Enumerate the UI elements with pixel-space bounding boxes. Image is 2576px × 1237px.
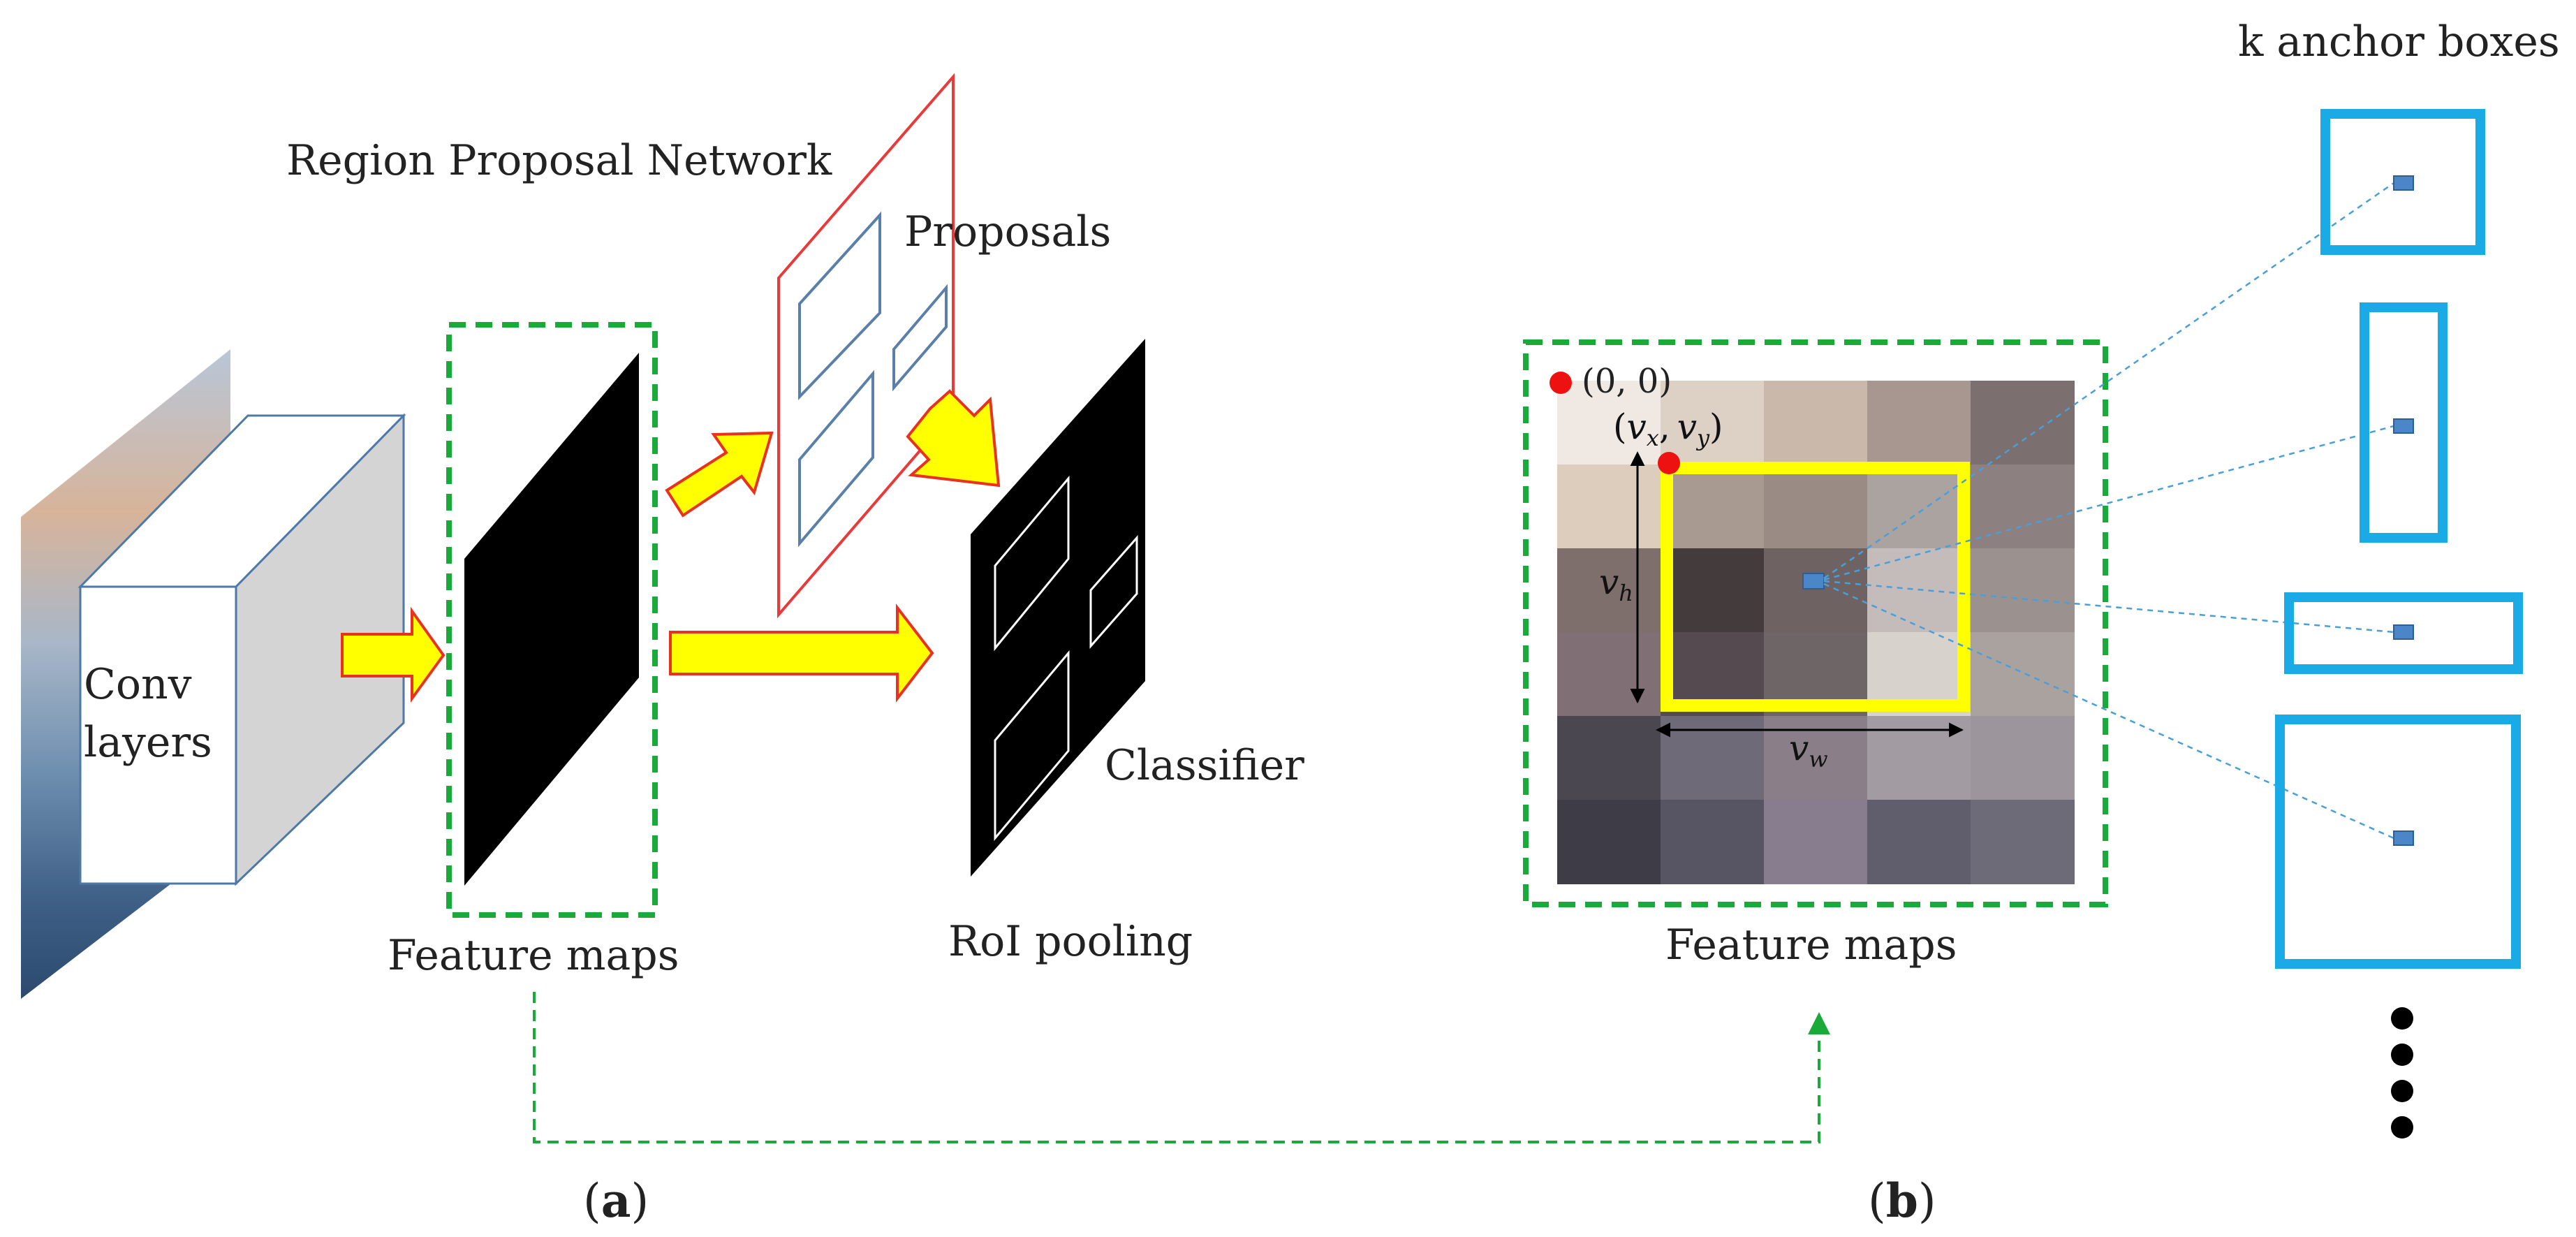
roi-rectangle [1661, 462, 1970, 712]
feature-grid-cell [1971, 632, 2075, 717]
feature-grid-cell [1557, 381, 1661, 465]
feature-grid-cell [1661, 800, 1765, 884]
connector-a-to-b [533, 992, 1830, 1143]
anchor-center-1 [2393, 175, 2414, 191]
anchor-center-3 [2393, 624, 2414, 640]
feature-grid-cell [1971, 548, 2075, 633]
feature-grid-cell [1764, 548, 1868, 633]
k-anchor-boxes-label: k anchor boxes [2238, 17, 2560, 66]
arrow-rpn-to-roi [906, 389, 1001, 488]
vh-label: vh [1599, 562, 1633, 606]
roi-box-3 [1089, 535, 1138, 649]
ellipsis-dot-2 [2391, 1044, 2413, 1066]
conv-label-line1: Conv [84, 660, 192, 709]
feature-grid-cell [1557, 716, 1661, 800]
feature-map-grid [1557, 381, 2075, 884]
feature-grid-cell [1867, 800, 1971, 884]
panel-a-label: (a) [583, 1173, 649, 1228]
feature-grid-cell [1867, 381, 1971, 465]
ellipsis-dot-1 [2391, 1007, 2413, 1030]
feature-grid-cell [1557, 800, 1661, 884]
feature-grid-cell [1971, 381, 2075, 465]
arrow-conv-to-features [341, 606, 446, 703]
projection-line-2 [1823, 425, 2394, 581]
roi-pooling-label: RoI pooling [948, 917, 1193, 966]
feature-grid-cell [1661, 464, 1765, 549]
anchor-box-square-small [2320, 109, 2485, 255]
proposal-box-2 [798, 369, 874, 548]
feature-maps-label-b: Feature maps [1665, 921, 1957, 969]
feature-grid-cell [1764, 800, 1868, 884]
anchor-center-2 [2393, 418, 2414, 434]
roi-box-2 [994, 650, 1070, 842]
roi-pooling-map [971, 339, 1145, 877]
feature-grid-cell [1867, 548, 1971, 633]
projection-line-3 [1823, 580, 2394, 634]
proposal-box-1 [798, 211, 881, 400]
arrow-features-to-rpn [665, 431, 774, 518]
feature-grid-cell [1764, 464, 1868, 549]
feature-grid-cell [1764, 381, 1868, 465]
feature-grid-cell [1661, 716, 1765, 800]
region-proposal-network-label: Region Proposal Network [286, 136, 832, 185]
feature-grid-cell [1557, 632, 1661, 717]
vxy-label: (vx,vy) [1613, 407, 1723, 451]
panel-b-label: (b) [1868, 1173, 1936, 1228]
projection-line-1 [1823, 182, 2394, 580]
feature-grid-cell [1971, 716, 2075, 800]
conv-cube-front [79, 585, 237, 885]
proposals-label: Proposals [904, 207, 1111, 256]
feature-maps-dashed-box-b [1523, 339, 2108, 907]
ellipsis-dot-4 [2391, 1116, 2413, 1139]
feature-grid-cell [1557, 464, 1661, 549]
arrow-features-to-roi [669, 603, 934, 703]
feature-map-a [464, 353, 639, 886]
feature-grid-cell [1867, 464, 1971, 549]
classifier-label: Classifier [1105, 741, 1304, 790]
feature-grid-cell [1661, 381, 1765, 465]
roi-corner-point [1658, 452, 1680, 474]
origin-label: (0, 0) [1582, 362, 1672, 401]
origin-point [1550, 372, 1572, 394]
vw-label: vw [1789, 728, 1828, 773]
feature-maps-label-a: Feature maps [388, 931, 679, 980]
ellipsis-dot-3 [2391, 1080, 2413, 1102]
anchor-center-4 [2393, 830, 2414, 846]
anchor-box-wide [2284, 592, 2523, 674]
projection-lines [1823, 182, 2394, 840]
proposal-box-3 [892, 284, 948, 392]
roi-box-1 [994, 475, 1070, 652]
conv-layers-block: Conv layers [78, 413, 406, 886]
feature-center-point [1802, 573, 1825, 590]
feature-grid-cell [1661, 548, 1765, 633]
feature-grid-cell [1867, 716, 1971, 800]
conv-label-line2: layers [84, 718, 212, 767]
anchor-box-tall [2360, 302, 2448, 543]
feature-grid-cell [1971, 800, 2075, 884]
anchor-box-square-large [2275, 715, 2521, 969]
